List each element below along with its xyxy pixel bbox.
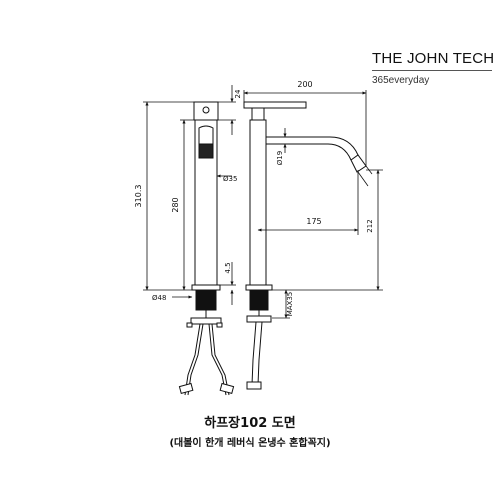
front-hose-end-right: [219, 382, 235, 395]
side-lock-nut: [246, 315, 272, 323]
brand-name: THE JOHN TECH: [372, 50, 495, 67]
dim-spout-width: 200: [297, 80, 312, 89]
side-spout-tip: [350, 154, 367, 173]
drawing-subtitle: (대볼이 한개 레버식 온냉수 혼합꼭지): [169, 438, 331, 449]
brand-tagline: 365everyday: [372, 75, 430, 86]
dim-body-height: 280: [171, 197, 180, 212]
side-lever: [243, 101, 307, 109]
brand-logo: THE JOHN TECH 365everyday: [372, 50, 495, 86]
dim-base-gap: 4.5: [224, 262, 232, 273]
front-handle-hole: [202, 106, 210, 114]
side-handle-cap: [251, 107, 265, 121]
dim-counter-max: MAX35: [286, 292, 294, 317]
side-view: [243, 101, 367, 390]
dim-top-offset: 24: [234, 89, 242, 98]
dim-spout-diameter: Ø19: [276, 151, 284, 165]
side-body: [249, 119, 267, 286]
side-base-flange: [245, 284, 273, 291]
front-base-flange: [191, 284, 221, 291]
side-spout-top: [266, 136, 359, 156]
front-hose-end-left: [178, 382, 194, 395]
dim-body-diameter: Ø35: [223, 175, 237, 183]
front-lock-nut: [190, 317, 222, 325]
front-aerator: [198, 143, 214, 159]
dim-base-diameter: Ø48: [152, 294, 166, 302]
side-spout-bottom: [266, 143, 352, 161]
front-dimensions: [143, 85, 236, 305]
front-view: [178, 101, 235, 396]
side-hose: [251, 321, 257, 386]
front-mounting-block: [195, 289, 217, 311]
dim-spout-height: 212: [366, 219, 374, 232]
brand-divider: [372, 70, 492, 71]
side-hose-end: [246, 381, 262, 390]
dim-spout-reach: 175: [306, 217, 321, 226]
dim-total-height: 310.3: [134, 185, 143, 208]
side-mounting-block: [249, 289, 269, 311]
side-dimensions: [243, 90, 383, 319]
drawing-title: 하프장102 도면: [204, 416, 296, 431]
